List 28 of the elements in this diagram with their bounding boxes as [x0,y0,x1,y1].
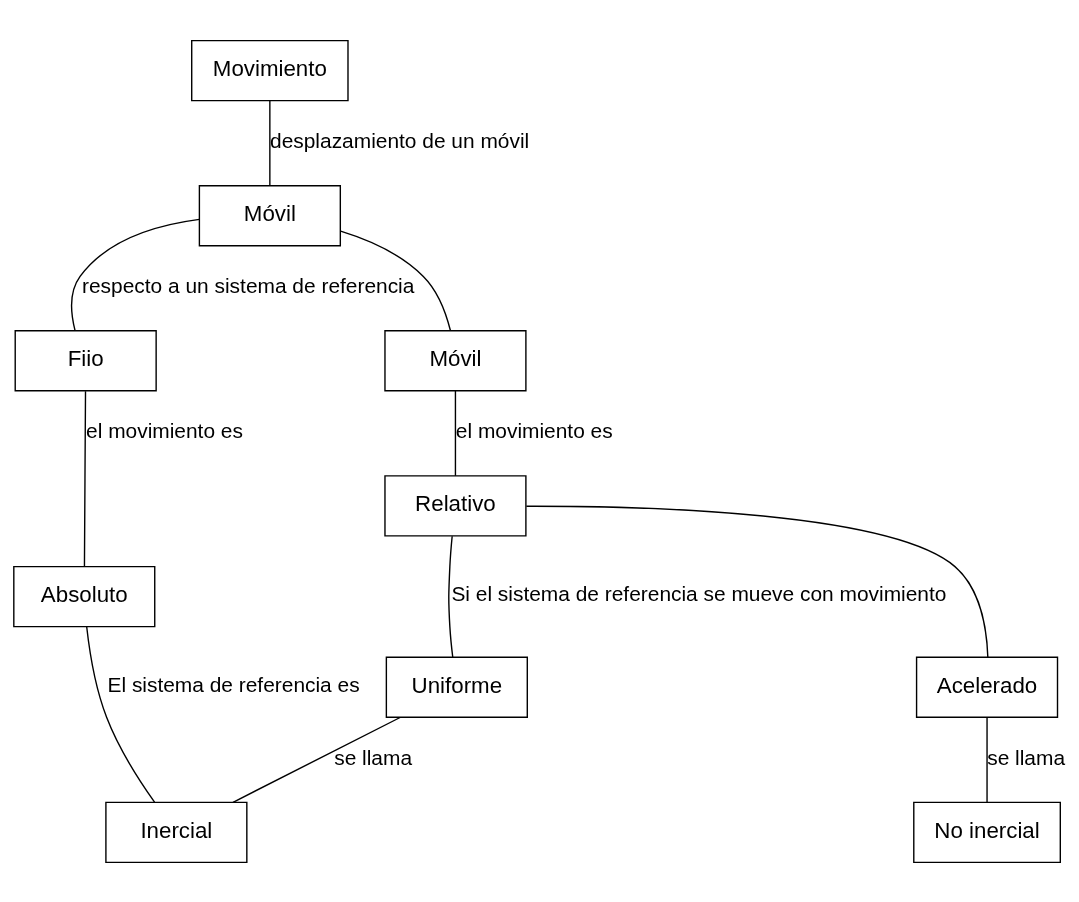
edge-label: se llama [334,745,413,769]
connector [454,389,457,476]
edge-label: el movimiento es [455,418,613,442]
node-box: Móvil [198,184,341,246]
connector [70,218,201,331]
edge-label: se llama [987,745,1066,769]
connector [269,99,271,186]
connector [986,716,988,803]
connector [525,505,989,658]
node-box: Movimiento [191,39,349,101]
edge-label: El sistema de referencia es [107,672,360,696]
edge-label: respecto a un sistema de referencia [82,273,415,297]
node-box: Inercial [105,801,248,863]
node-box: Fiio [14,329,157,391]
connector [232,716,401,803]
node-box: Relativo [384,474,527,537]
node-box: Absoluto [13,565,156,627]
connector [448,535,454,658]
edge-label: desplazamiento de un móvil [270,128,530,152]
node-box: Móvil [384,329,527,391]
node-box: Uniforme [385,656,528,718]
edge-label: Si el sistema de referencia se mueve con movimiento [451,582,947,605]
edge-label: el movimiento es [86,418,243,442]
connector [83,390,87,567]
node-box: Acelerado [915,656,1059,718]
connector [339,229,452,331]
connector [86,625,156,803]
node-box: No inercial [913,801,1061,863]
